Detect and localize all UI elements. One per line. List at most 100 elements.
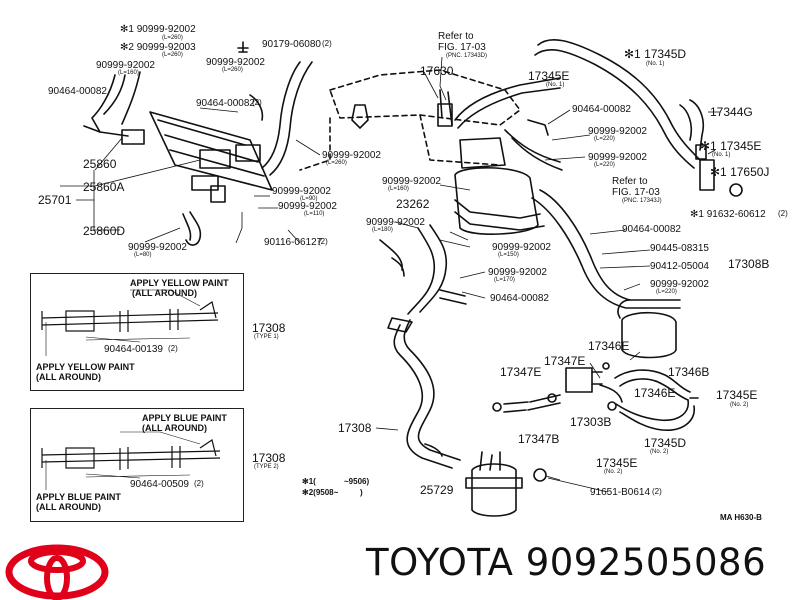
part-label: 90999-92002 [492,242,551,253]
part-sub: (L=220) [594,136,615,142]
part-label: 17308B [728,257,770,271]
filter-25729 [471,463,517,517]
part-label: 90464-00082 [572,104,631,115]
part-label: 90999-92002 [382,176,441,187]
part-label: 17345E [716,388,758,402]
part-label: 90999-92002 [588,152,647,163]
part-label: 25701 [38,193,72,207]
hose-25860D [185,211,202,246]
part-label: 25860 [83,157,117,171]
part-label: 90999-92002 [278,201,337,212]
part-sub: (L=150) [498,252,519,258]
part-label: 17345E [596,456,638,470]
hose-mid-1 [419,224,448,313]
part-label: 25860A [83,180,125,194]
part-sub: (L=260) [222,67,243,73]
inset1-note-bottom-2: (ALL AROUND) [36,372,101,382]
vsv-bracket [149,111,273,191]
part-sub: (L=260) [326,160,347,166]
part-sub: (No. 1) [646,61,665,67]
part-qty: (2) [318,237,328,246]
part-label: 17630 [420,64,454,78]
valve-17303B [565,367,593,393]
inset2-clip-label: 90464-00509 [130,479,189,490]
part-label: 90412-05004 [650,261,709,272]
part-label: 25860D [83,224,126,238]
part-label: 90999-92002 [272,186,331,197]
inset1-clip-qty: (2) [168,344,178,353]
refer-label-2: Refer to [612,176,648,187]
diagram-code: MA H630-B [720,513,762,522]
part-label: 17346E [588,339,630,353]
part-label: ✻1 90999-92002 [120,24,196,35]
part-label: 91651-B0614 [590,487,651,498]
hose-left-1 [91,74,129,137]
refer-pnc: (PNC. 17343D) [446,53,488,59]
part-label: 90464-00082 [490,293,549,304]
part-label: 90999-92002 [128,242,187,253]
inset1-part-sub: (TYPE 1) [254,334,279,340]
part-label: ✻2 90999-92003 [120,42,196,53]
part-label: 90179-06080 [262,39,321,50]
part-label: 17345D [644,436,687,450]
canister [621,311,677,359]
refer-label: Refer to [438,31,474,42]
inset1-note-top-2: (ALL AROUND) [132,288,197,298]
part-label: 17303B [570,415,612,429]
refer-fig-2: FIG. 17-03 [612,187,660,198]
part-sub: (L=220) [656,289,677,295]
part-label: 17347E [500,365,542,379]
hose-17345D-lower [615,399,689,422]
part-sub: (No. 2) [650,449,669,455]
part-label: ✻1 17650J [710,165,770,179]
part-sub: (No. 1) [546,82,565,88]
part-sub: (L=170) [494,277,515,283]
inset2-note-top: APPLY BLUE PAINT [142,413,227,423]
inset2-clip-qty: (2) [194,479,204,488]
inset2-part-sub: (TYPE 2) [254,464,279,470]
part-sub: (L=180) [372,227,393,233]
part-label: 90464-00082 [622,224,681,235]
part-label: 17346B [668,365,710,379]
part-label: 90445-08315 [650,243,709,254]
part-label: 90999-92002 [322,150,381,161]
inset1-note-bottom: APPLY YELLOW PAINT [36,362,135,372]
valve-17650J [699,159,715,191]
inset1-note-top: APPLY YELLOW PAINT [130,278,229,288]
part-sub: (L=90) [300,196,318,202]
part-label: 90999-92002 [588,126,647,137]
vsv-25860 [121,129,145,145]
part-qty: (2) [778,209,788,218]
brand-footer: TOYOTA 9092505086 [366,543,766,583]
part-qty: (2) [652,487,662,496]
toyota-logo-icon [5,544,109,600]
inset1-pipe [41,312,219,326]
part-label: 17345E [528,69,570,83]
part-sub: (L=80) [134,252,152,258]
part-label: ✻1 91632-60612 [690,209,766,220]
refer-fig: FIG. 17-03 [438,42,486,53]
inset1-part: 17308 [252,321,286,335]
part-label: 17347B [518,432,560,446]
hose-17345D [537,39,701,161]
tank-top [459,137,506,169]
part-sub: (L=260) [162,52,183,58]
tank-body [454,167,539,235]
part-label: 90464-00082 [196,98,255,109]
hose-17308B [539,189,681,301]
part-qty: (2) [322,39,332,48]
inset2-pipe [41,450,221,463]
part-label: 90999-92002 [650,279,709,290]
part-label: 25729 [420,483,454,497]
inset2-part: 17308 [252,451,286,465]
intake-chamber [329,69,521,126]
part-label: 90999-92002 [206,57,265,68]
inset2-note-bottom-2: (ALL AROUND) [36,502,101,512]
part-sub: (No. 2) [730,402,749,408]
inset1-clip-label: 90464-00139 [104,344,163,355]
legend-row-1-mark: ✻1( [302,477,316,486]
refer-pnc-2: (PNC. 17343J) [622,198,662,204]
part-label: 90464-00082 [48,86,107,97]
